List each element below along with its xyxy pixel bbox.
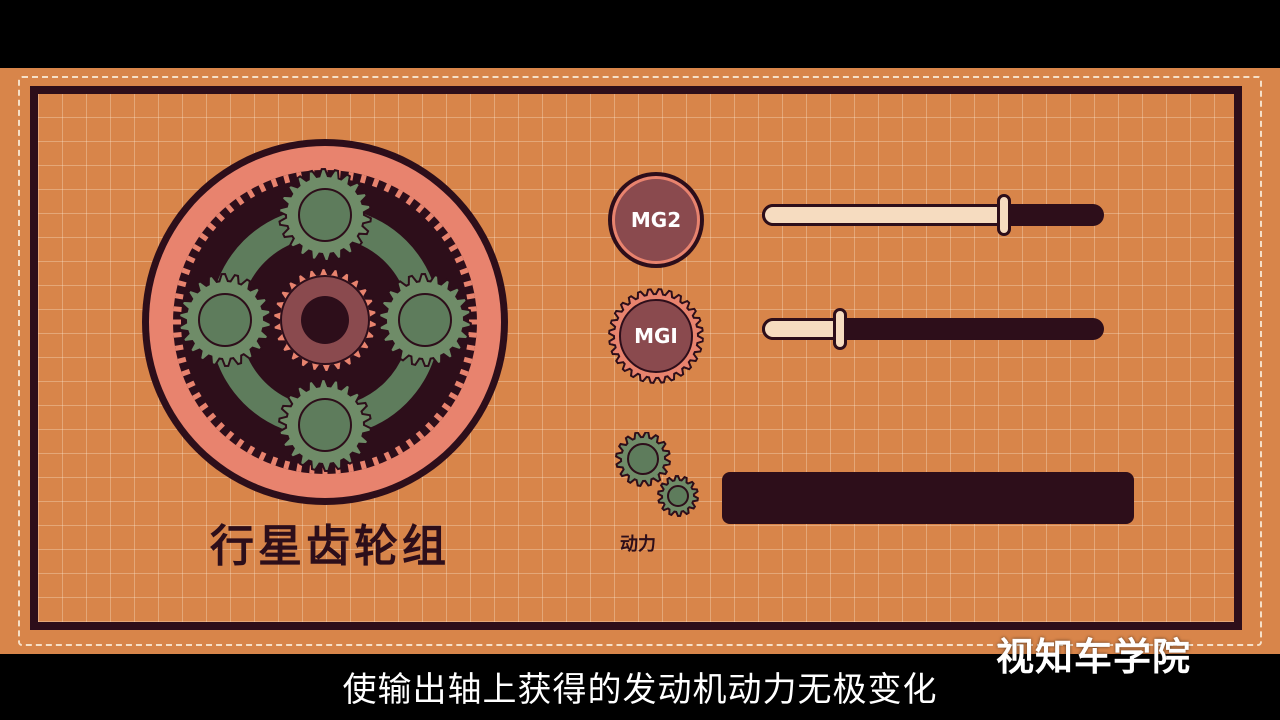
mg1-gear-icon [608,288,704,384]
mg1-slider[interactable] [762,308,1104,350]
power-label: 动力 [620,534,656,555]
page-title: 行星齿轮组 [210,521,450,572]
watermark-logo: 视知车学院 [996,635,1192,679]
planetary-gearset-icon [142,139,508,505]
power-bar [722,472,1134,524]
mg2-slider-fill [762,204,1007,226]
power-gears-icon [615,432,700,518]
mg2-label: MG2 [630,208,682,232]
mg2-slider[interactable] [762,194,1104,236]
mg1-slider-fill [762,318,843,340]
subtitle-caption: 使输出轴上获得的发动机动力无极变化 [342,670,938,710]
mg2-slider-handle[interactable] [997,194,1011,236]
mg2-badge-icon: MG2 [608,172,704,268]
mg1-slider-handle[interactable] [833,308,847,350]
